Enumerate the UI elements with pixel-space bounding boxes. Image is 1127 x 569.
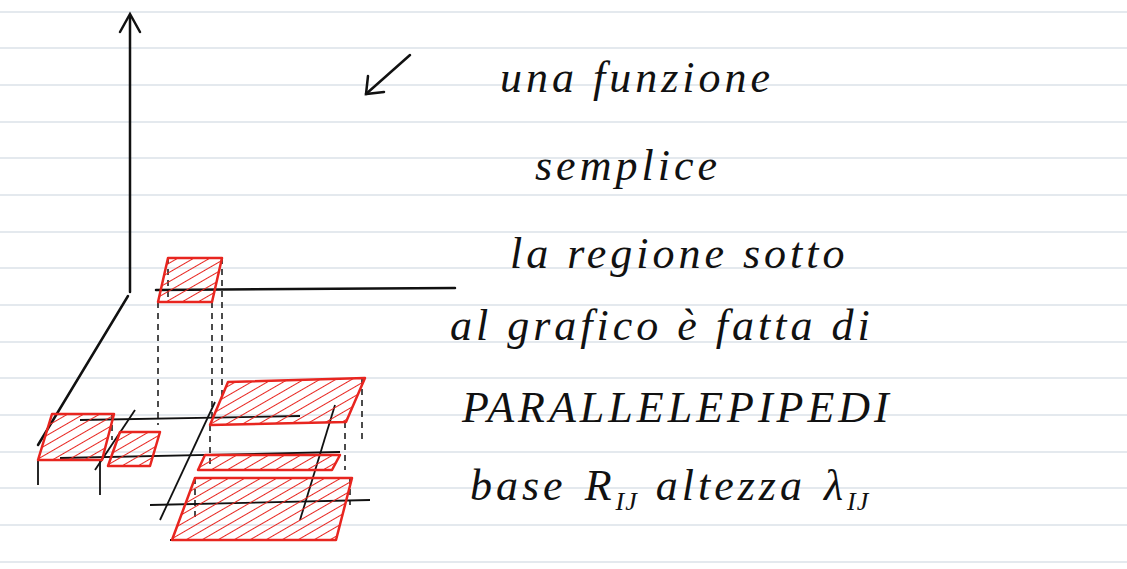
note-text: λ — [824, 460, 847, 512]
ruled-lines — [0, 12, 1127, 562]
note-text: R — [585, 460, 616, 512]
note-text: al grafico è fatta di — [450, 300, 874, 352]
subscript: IJ — [616, 476, 638, 528]
note-text: la regione sotto — [510, 228, 849, 280]
handwritten-line: semplice — [535, 140, 721, 192]
subscript: IJ — [847, 476, 869, 528]
handwritten-line: PARALLELEPIPEDI — [462, 382, 893, 434]
note-text: semplice — [535, 140, 721, 192]
pointer-arrow — [366, 55, 410, 94]
handwritten-line: al grafico è fatta di — [450, 300, 874, 352]
axes — [38, 14, 455, 445]
note-text: una funzione — [500, 52, 774, 104]
note-text: altezza — [656, 460, 806, 512]
note-text: PARALLELEPIPEDI — [462, 382, 893, 434]
handwritten-line: baseRIJaltezzaλIJ — [470, 460, 869, 528]
parallelepiped-tops — [38, 258, 365, 540]
handwritten-line: una funzione — [500, 52, 774, 104]
handwritten-line: la regione sotto — [510, 228, 849, 280]
note-text: base — [470, 460, 567, 512]
